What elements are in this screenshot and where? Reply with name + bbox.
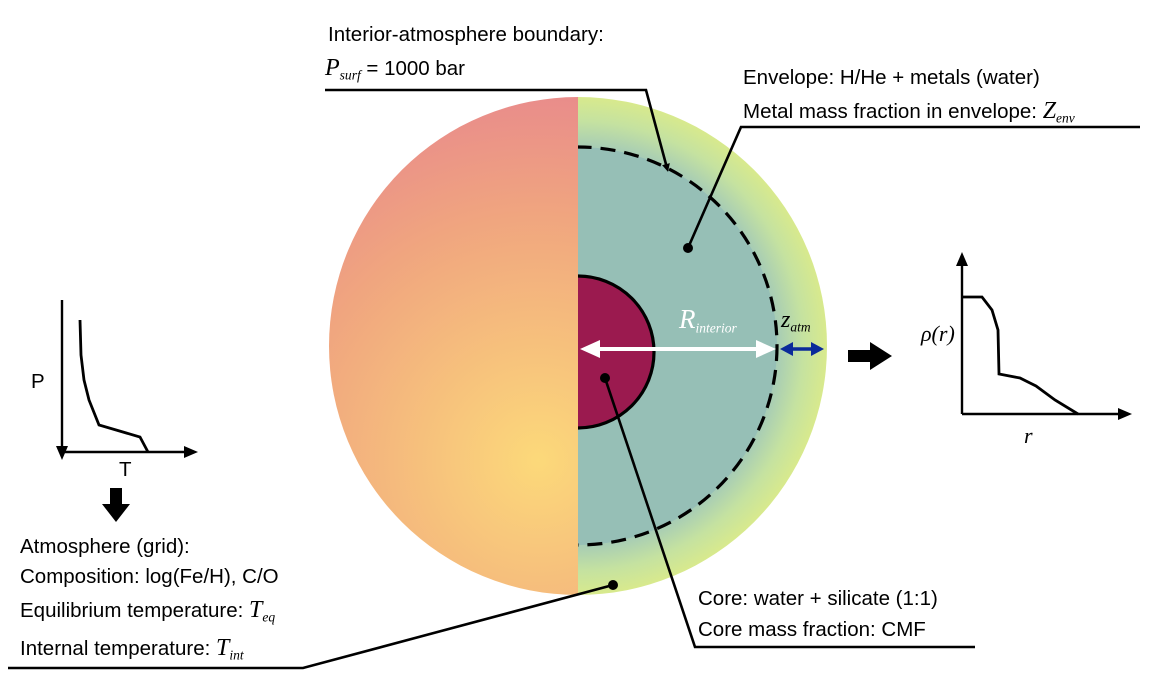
envelope-leader-dot <box>683 243 693 253</box>
psurf-symbol: P <box>325 55 340 81</box>
psurf-subscript: surf <box>339 67 361 83</box>
teq-text: Equilibrium temperature: <box>20 599 250 622</box>
core-leader-line <box>603 377 975 649</box>
z-atm-label: zatm <box>781 307 811 335</box>
core-line2: Core mass fraction: CMF <box>698 618 926 641</box>
atmosphere-tint: Internal temperature: Tint <box>20 635 244 663</box>
tint-text: Internal temperature: <box>20 637 216 660</box>
density-profile-plot <box>956 252 1132 420</box>
z-atm-symbol: z <box>781 307 791 333</box>
core-leader-dot <box>600 373 610 383</box>
pt-to-atmosphere-arrow <box>102 488 130 522</box>
atmosphere-title: Atmosphere (grid): <box>20 535 190 558</box>
atmosphere-leader-line <box>8 583 614 670</box>
envelope-metal-fraction-text: Metal mass fraction in envelope: <box>743 100 1043 123</box>
psurf-value: = 1000 bar <box>360 57 466 80</box>
teq-subscript: eq <box>262 609 276 625</box>
psurf-label: Psurf = 1000 bar <box>325 55 466 83</box>
tint-subscript: int <box>229 647 244 663</box>
planet-to-density-arrow <box>848 342 892 370</box>
r-interior-symbol: R <box>679 304 696 334</box>
envelope-line1: Envelope: H/He + metals (water) <box>743 66 1040 89</box>
core-line1: Core: water + silicate (1:1) <box>698 587 938 610</box>
pt-profile-plot <box>56 300 198 460</box>
boundary-title: Interior-atmosphere boundary: <box>328 23 604 46</box>
zenv-symbol: Z <box>1042 98 1057 124</box>
planet-left-half <box>329 97 578 595</box>
density-plot-ylabel: ρ(r) <box>921 321 955 346</box>
zenv-subscript: env <box>1056 110 1075 126</box>
atmosphere-teq: Equilibrium temperature: Teq <box>20 597 276 625</box>
r-interior-subscript: interior <box>695 320 737 336</box>
density-profile-curve <box>962 295 1079 416</box>
interior-boundary-dashed <box>578 145 779 547</box>
atmosphere-composition: Composition: log(Fe/H), C/O <box>20 565 279 588</box>
envelope-leader-line <box>686 125 1140 249</box>
tint-symbol: T <box>216 635 230 661</box>
teq-symbol: T <box>249 597 263 623</box>
atmosphere-leader-dot <box>608 580 618 590</box>
planet-hot-hemisphere <box>329 97 578 595</box>
r-interior-label: Rinterior <box>679 304 737 336</box>
boundary-leader-line <box>325 88 670 172</box>
pt-plot-xlabel: T <box>119 458 132 481</box>
core <box>578 274 656 430</box>
pt-profile-curve <box>78 319 150 453</box>
r-interior-arrow <box>580 340 776 358</box>
density-plot-xlabel: r <box>1024 423 1033 448</box>
z-atm-subscript: atm <box>790 319 811 335</box>
z-atm-arrow <box>780 342 824 356</box>
pt-plot-ylabel: P <box>31 370 45 393</box>
envelope-line2: Metal mass fraction in envelope: Zenv <box>743 98 1075 126</box>
